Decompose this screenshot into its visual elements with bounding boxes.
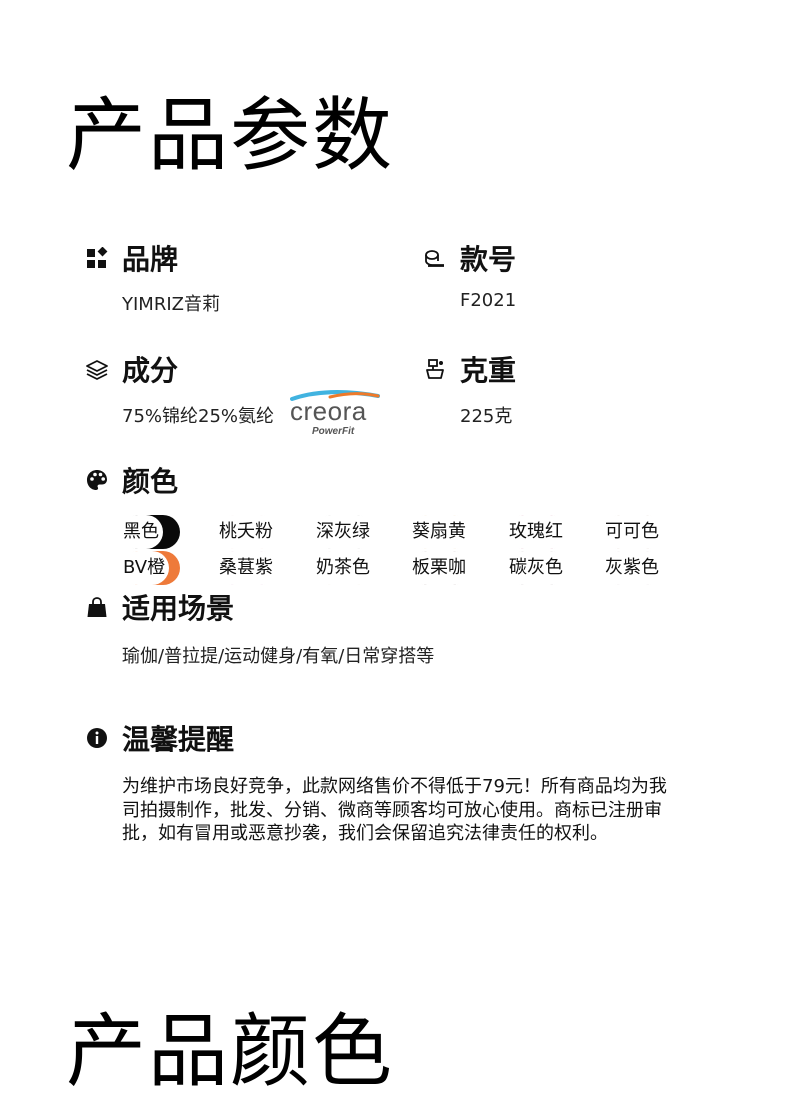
scene-label: 适用场景	[122, 592, 235, 625]
info-icon	[86, 727, 108, 749]
color-name: 灰紫色	[603, 551, 663, 585]
notice-label: 温馨提醒	[122, 723, 235, 756]
bag-icon	[86, 596, 108, 618]
color-name: 葵扇黄	[410, 515, 470, 549]
color-name: 碳灰色	[507, 551, 567, 585]
color-label: 颜色	[122, 465, 179, 498]
scene-heading: 适用场景	[86, 589, 234, 625]
model-label: 款号	[460, 243, 517, 276]
color-name: BV橙	[121, 551, 170, 585]
color-heading: 颜色	[86, 462, 178, 498]
brand-label: 品牌	[122, 243, 179, 276]
weight-value: 225克	[460, 406, 513, 427]
weight-heading: 克重	[424, 351, 516, 387]
creora-tagline: PowerFit	[312, 426, 355, 437]
material-label: 成分	[122, 354, 179, 387]
color-name: 玫瑰红	[507, 515, 567, 549]
notice-heading: 温馨提醒	[86, 720, 234, 756]
section-title-colors: 产品颜色	[66, 1005, 394, 1098]
material-heading: 成分	[86, 351, 178, 387]
weight-label: 克重	[460, 354, 517, 387]
creora-logo: creora PowerFit	[290, 390, 382, 438]
model-heading: 款号	[424, 240, 516, 276]
color-name: 桃夭粉	[217, 515, 277, 549]
color-name: 桑葚紫	[217, 551, 277, 585]
grid-icon	[86, 247, 108, 269]
color-name: 可可色	[603, 515, 663, 549]
scale-icon	[424, 358, 446, 380]
color-name: 奶茶色	[314, 551, 374, 585]
material-value: 75%锦纶25%氨纶	[122, 406, 275, 427]
color-name: 深灰绿	[314, 515, 374, 549]
palette-icon	[86, 469, 108, 491]
brand-value: YIMRIZ音莉	[122, 294, 220, 315]
model-value: F2021	[460, 290, 517, 311]
scene-value: 瑜伽/普拉提/运动健身/有氧/日常穿搭等	[122, 646, 435, 667]
fabric-roll-icon	[424, 247, 446, 269]
layers-icon	[86, 358, 108, 380]
color-name: 板栗咖	[410, 551, 470, 585]
brand-heading: 品牌	[86, 240, 178, 276]
creora-wordmark: creora	[290, 396, 367, 426]
color-name: 黑色	[121, 515, 163, 549]
page-title: 产品参数	[66, 89, 394, 182]
notice-text: 为维护市场良好竞争，此款网络售价不得低于79元！所有商品均为我司拍摄制作，批发、…	[122, 776, 667, 844]
